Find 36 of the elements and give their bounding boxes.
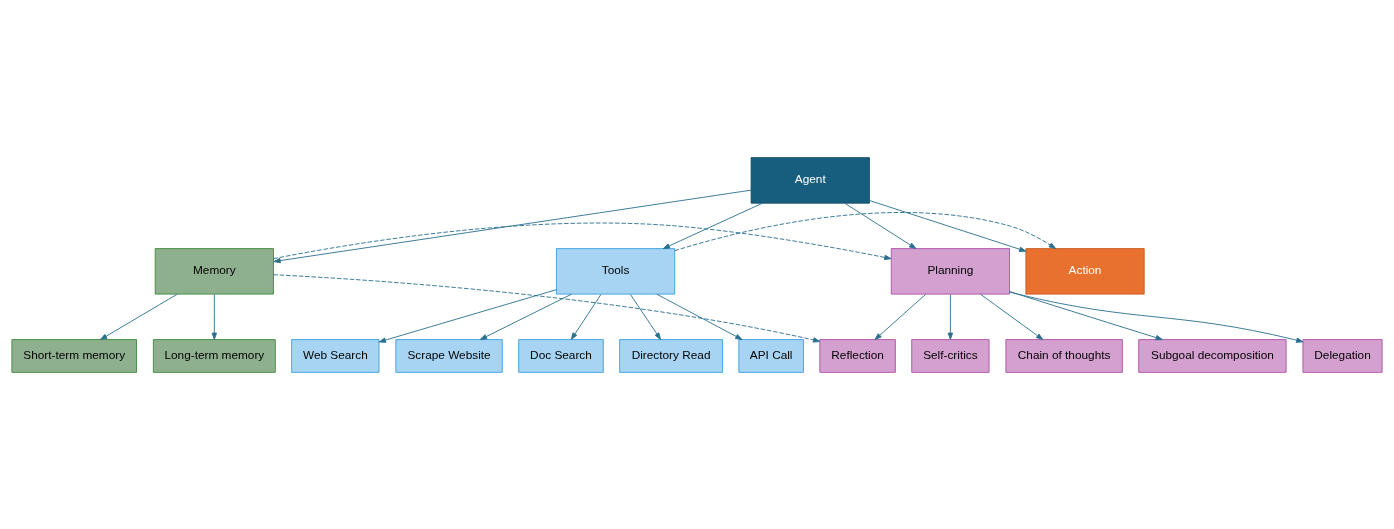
node-box: Long-term memory xyxy=(152,338,276,373)
arrow xyxy=(273,189,752,263)
node-box: Tools xyxy=(555,247,676,295)
node-box: Short-term memory xyxy=(11,338,137,373)
arrow xyxy=(674,211,1057,251)
arrow xyxy=(630,293,661,340)
arrow xyxy=(874,293,927,340)
node-box: Memory xyxy=(154,247,274,295)
arrow xyxy=(378,288,557,343)
node-box: Agent xyxy=(750,156,870,204)
node-box: Reflection xyxy=(819,338,896,373)
arrow xyxy=(100,293,178,340)
node-box: Delegation xyxy=(1302,338,1383,373)
arrow xyxy=(211,293,217,340)
arrow xyxy=(273,273,821,343)
node-box: Subgoal decomposition xyxy=(1138,338,1287,373)
arrow xyxy=(479,293,572,340)
node-box: Chain of thoughts xyxy=(1005,338,1123,373)
node-box: Web Search xyxy=(291,338,380,373)
node-box: Self-critics xyxy=(911,338,990,373)
arrow xyxy=(844,202,917,249)
arrow xyxy=(1009,291,1304,343)
node-box: Planning xyxy=(890,247,1010,295)
arrow xyxy=(273,222,892,260)
arrow xyxy=(869,199,1027,252)
arrow xyxy=(980,293,1044,340)
arrow xyxy=(947,293,954,340)
node-box: Doc Search xyxy=(518,338,604,373)
node-box: Directory Read xyxy=(619,338,723,373)
arrow xyxy=(570,293,602,340)
arrow xyxy=(1009,290,1163,340)
node-box: Action xyxy=(1025,247,1145,295)
arrow xyxy=(662,202,763,249)
arrow xyxy=(656,293,743,340)
node-box: Scrape Website xyxy=(395,338,503,373)
node-box: API Call xyxy=(738,338,804,373)
